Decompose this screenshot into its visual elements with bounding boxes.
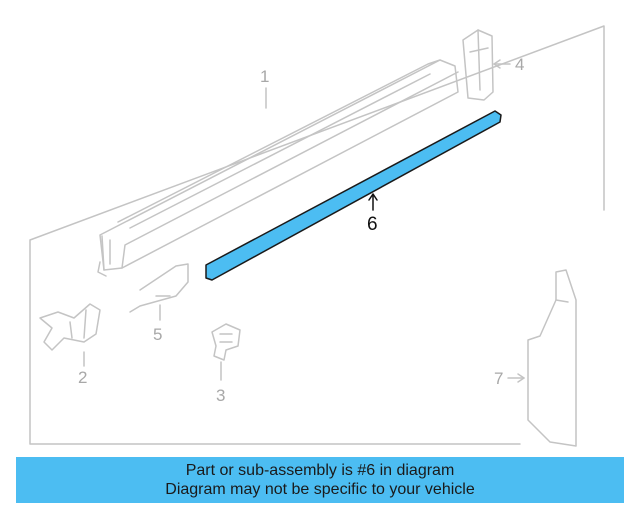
banner-line-2: Diagram may not be specific to your vehi…: [165, 481, 475, 498]
callout-6-leader: [368, 193, 378, 211]
clip-part: [211, 323, 241, 361]
banner-line-1: Part or sub-assembly is #6 in diagram: [185, 462, 455, 479]
callout-3: 3: [216, 386, 225, 405]
clip-panel-part: [129, 263, 189, 313]
callout-7: 7: [494, 369, 503, 388]
bracket-part: [39, 303, 101, 351]
end-cap-part: [462, 29, 494, 101]
rocker-panel-part: [97, 59, 459, 277]
callout-2: 2: [78, 368, 87, 387]
callout-5: 5: [153, 325, 162, 344]
molding-part-highlighted: [205, 110, 502, 281]
callout-1: 1: [260, 67, 269, 86]
callout-4: 4: [515, 55, 524, 74]
callout-6: 6: [367, 214, 378, 235]
info-banner: Part or sub-assembly is #6 in diagram Di…: [16, 457, 624, 503]
parts-diagram: 1 2 3 4 5 6 7: [29, 25, 605, 447]
mud-guard-part: [527, 269, 577, 447]
